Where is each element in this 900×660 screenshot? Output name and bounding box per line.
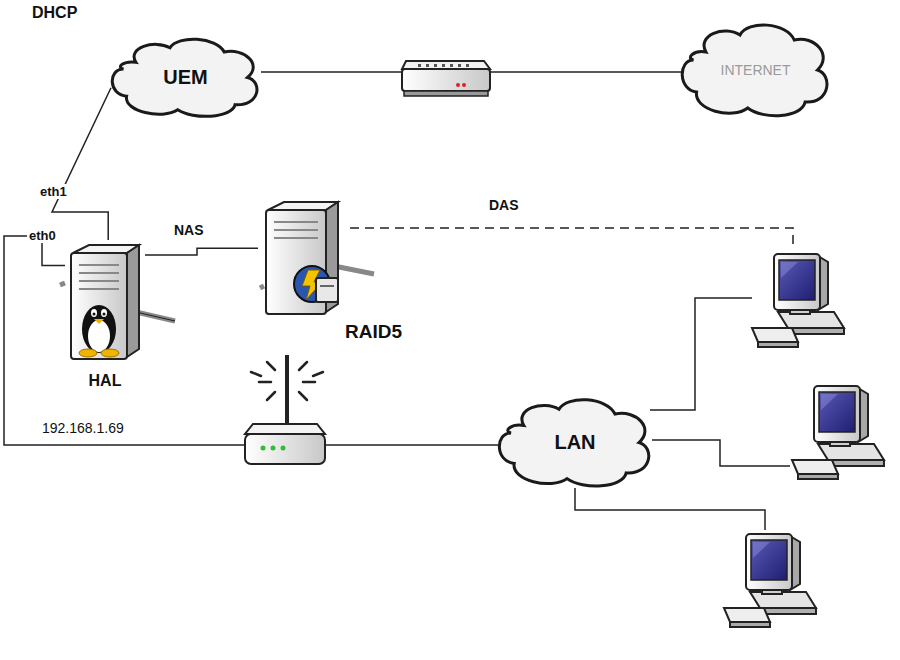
cloud-shape xyxy=(499,400,648,486)
wireless-router xyxy=(245,355,325,464)
network-link xyxy=(4,236,498,445)
cloud-shape xyxy=(112,39,257,116)
server-node: RAID5 xyxy=(258,195,408,343)
penguin-logo xyxy=(79,305,119,357)
network-cloud: UEM xyxy=(108,35,263,120)
network-cloud: LAN xyxy=(495,395,655,490)
linux-server xyxy=(60,245,175,359)
disk-badge xyxy=(294,266,338,302)
annotation-label: 192.168.1.69 xyxy=(40,420,126,436)
annotation-label: DAS xyxy=(487,197,521,213)
client-computer xyxy=(792,386,884,479)
node-label: INTERNET xyxy=(721,62,791,78)
raid-server xyxy=(260,202,374,314)
das-dashed-line xyxy=(350,228,793,250)
network-link xyxy=(52,88,111,240)
link-label: NAS xyxy=(172,222,206,238)
node-label: RAID5 xyxy=(345,321,402,343)
link-label: eth1 xyxy=(38,184,69,199)
network-link xyxy=(145,248,258,255)
server-node: HAL xyxy=(65,240,145,390)
client-computer xyxy=(724,534,816,627)
node-label: UEM xyxy=(163,66,207,89)
annotation-label: DHCP xyxy=(30,4,79,22)
node-label: LAN xyxy=(554,431,595,454)
modem-device xyxy=(402,61,490,96)
network-cloud: INTERNET xyxy=(678,20,833,120)
annotation-label: eth0 xyxy=(27,228,58,243)
client-computer xyxy=(752,254,844,347)
node-label: HAL xyxy=(89,372,122,390)
cloud-shape xyxy=(682,25,827,116)
